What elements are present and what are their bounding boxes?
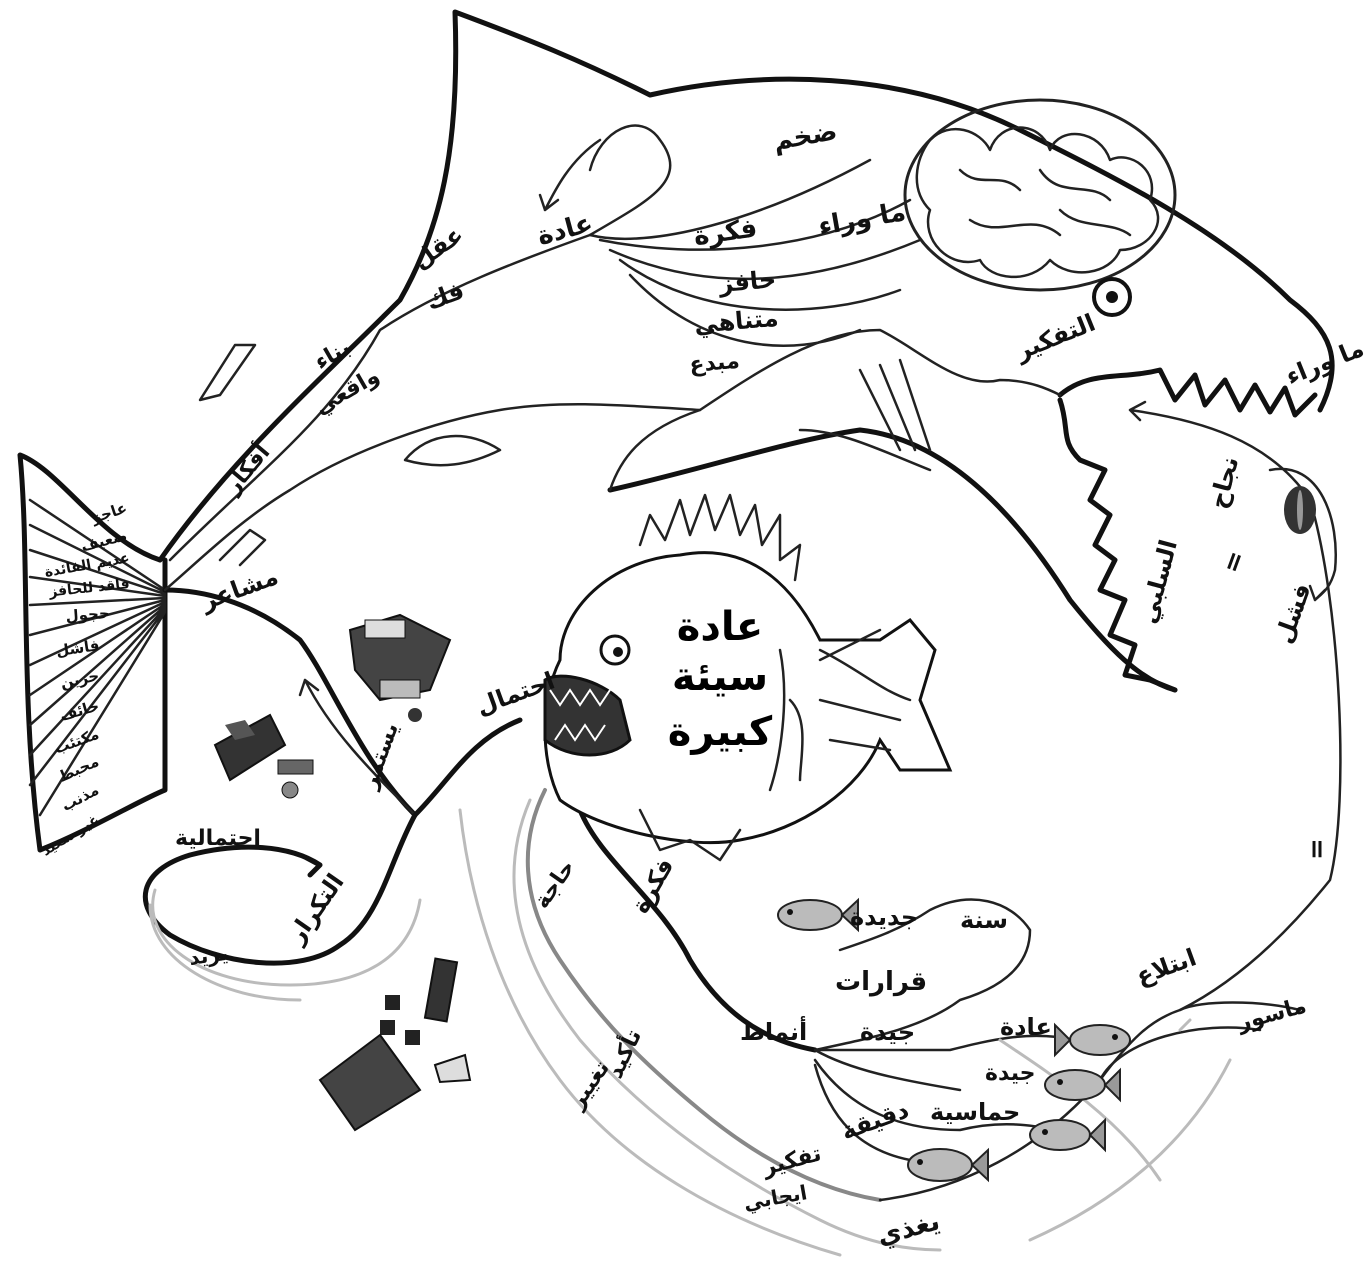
- label-good-2: جيدة: [985, 1061, 1036, 1086]
- snacks-icon: [320, 959, 470, 1130]
- label-build: بناء: [311, 335, 355, 375]
- label-equals-2: =: [1302, 838, 1332, 860]
- label-jaw: فك: [422, 276, 467, 315]
- label-creative: مبدع: [688, 349, 740, 378]
- small-fish-icon-3: [1045, 1070, 1120, 1100]
- label-failure: فشل: [1269, 580, 1316, 647]
- tail-label-4: فاقد للحافز: [47, 576, 130, 600]
- small-fish-icon-2: [1055, 1025, 1130, 1055]
- label-new: جديدة: [850, 903, 918, 931]
- tail-label-1: عاجز: [88, 499, 129, 528]
- label-huge: ضخم: [771, 116, 839, 157]
- food-items-icon: [350, 615, 450, 722]
- trunk-line: [165, 590, 520, 815]
- tail-label-6: فاشل: [55, 636, 101, 660]
- label-year: سنة: [960, 906, 1008, 934]
- shark-lower-jaw: [1060, 370, 1315, 415]
- brain-icon: [905, 100, 1175, 290]
- label-repetition: التكرار: [281, 869, 349, 950]
- shark-lower-fin: [405, 436, 500, 465]
- label-equals-1: =: [1216, 547, 1252, 578]
- tail-label-12: غير سعيد: [39, 812, 102, 860]
- shark-eye-icon: [1094, 279, 1130, 315]
- label-thinking-bottom: تفكير: [759, 1141, 824, 1181]
- label-success: نجاح: [1204, 453, 1245, 511]
- label-pipe: ماسور: [1234, 994, 1309, 1037]
- tail-label-3: عديم الفائدة: [43, 550, 130, 581]
- small-fish-icon-1: [778, 900, 858, 930]
- label-beyond: ما وراء: [816, 197, 908, 242]
- trunk-upper-branch: [165, 404, 700, 590]
- label-continues: يستمر: [357, 720, 404, 793]
- cigarettes-icon: [215, 715, 313, 798]
- label-negative: السلبي: [1134, 537, 1183, 627]
- label-beyond-mouth: ما وراء: [1282, 334, 1367, 390]
- label-increases: يزيد: [187, 941, 229, 970]
- shark-pectoral-fin: [610, 330, 1060, 490]
- label-habit-top: عادة: [534, 208, 596, 252]
- tail-label-11: مذنب: [59, 781, 102, 815]
- shark-dorsal-notch: [200, 345, 255, 400]
- small-fish-icon-5: [908, 1149, 988, 1181]
- tail-label-5: حجول: [65, 604, 110, 625]
- fish-title-line-1: عادة: [677, 604, 763, 650]
- label-probability: احتمالية: [175, 826, 261, 851]
- label-decisions: قرارات: [835, 967, 927, 997]
- label-enthusiastic: حماسية: [930, 1098, 1020, 1126]
- label-accurate: دقيقة: [837, 1096, 912, 1146]
- tail-label-10: محبط: [56, 752, 102, 786]
- label-need: حاجة: [529, 855, 580, 913]
- label-good-1: جيدة: [860, 1018, 915, 1046]
- fish-title-line-3: كبيرة: [668, 709, 773, 755]
- label-feelings: مشاعر: [197, 562, 282, 616]
- shark-inner-spine: [170, 126, 670, 560]
- need-branch: [528, 790, 880, 1200]
- label-swallow: ابتلاع: [1132, 943, 1200, 990]
- egg-icon: [1284, 486, 1316, 534]
- label-motivation: حافز: [717, 265, 777, 298]
- label-infinite: متناهي: [693, 304, 780, 339]
- shark-arrow: [540, 140, 600, 210]
- label-habit-bottom: عادة: [1000, 1013, 1052, 1041]
- label-thinking: التفكير: [1011, 309, 1099, 366]
- label-mind: عقل: [407, 220, 468, 275]
- label-feeds: يغذي: [874, 1206, 943, 1251]
- small-fish-icon-4: [1030, 1120, 1105, 1150]
- label-patterns: أنماط: [740, 1016, 807, 1046]
- fish-title-line-2: سيئة: [672, 654, 768, 700]
